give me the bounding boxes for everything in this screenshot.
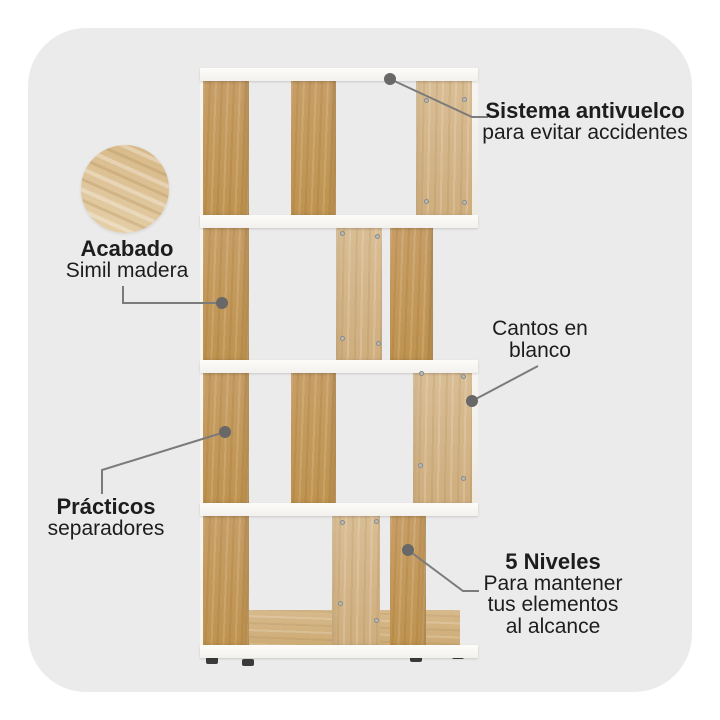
wood-panel-left [200, 81, 249, 215]
screw [376, 341, 381, 346]
screw [419, 371, 424, 376]
wood-panel-right [390, 228, 433, 360]
callout-line-niveles [407, 549, 479, 592]
screw [462, 97, 467, 102]
shelf-foot [410, 655, 422, 662]
screw [374, 618, 379, 623]
callout-line-acabado [122, 286, 221, 304]
annotation-acabado-title: Acabado [80, 236, 174, 261]
callout-dot-acabado [216, 297, 228, 309]
annotation-separadores-body: separadores [47, 517, 165, 540]
wood-divider [291, 81, 336, 215]
screw [461, 476, 466, 481]
screw [424, 199, 429, 204]
callout-line-separadores [101, 431, 226, 494]
screw [418, 463, 423, 468]
annotation-antivuelco: Sistema antivuelco para evitar accidente… [482, 99, 687, 144]
annotation-separadores: Prácticos separadores [48, 495, 165, 540]
shelf-foot [206, 657, 218, 664]
wood-panel-left [200, 373, 249, 503]
screw [374, 519, 379, 524]
annotation-antivuelco-body: para evitar accidentes [482, 121, 688, 144]
shelf-foot [242, 659, 254, 666]
screw [340, 336, 345, 341]
annotation-acabado-body: Simil madera [65, 259, 189, 282]
wood-finish-swatch [81, 145, 169, 233]
white-edge-strip [472, 81, 478, 215]
annotation-cantos: Cantos en blanco [492, 318, 588, 362]
annotation-cantos-line2: blanco [509, 339, 571, 362]
wood-divider [390, 516, 426, 645]
white-edge-strip [472, 373, 478, 503]
annotation-niveles-title: 5 Niveles [505, 549, 601, 574]
annotation-niveles-body-1: Para mantener [483, 571, 623, 595]
callout-line-antivuelco [389, 78, 488, 118]
shelf-board [200, 503, 478, 516]
screw [461, 374, 466, 379]
shelf-board-bottom [200, 645, 478, 658]
callout-dot-niveles [402, 544, 414, 556]
wood-panel-left [200, 228, 249, 360]
shelf-board [200, 215, 478, 228]
screw [340, 520, 345, 525]
screw [338, 601, 343, 606]
wood-panel-right [413, 373, 472, 503]
callout-line-cantos [471, 365, 539, 402]
annotation-separadores-title: Prácticos [56, 494, 156, 519]
screw [424, 98, 429, 103]
annotation-niveles: 5 Niveles Para mantener tus elementos al… [484, 551, 623, 637]
screw [375, 234, 380, 239]
shelf-board [200, 360, 478, 373]
annotation-niveles-body-2: tus elementos [487, 593, 619, 616]
screw [462, 200, 467, 205]
wood-divider [332, 516, 380, 645]
shelf-board-top [200, 68, 478, 81]
callout-dot-antivuelco [384, 73, 396, 85]
wood-panel-left [200, 516, 249, 645]
callout-dot-cantos [466, 395, 478, 407]
annotation-niveles-body-3: al alcance [505, 614, 601, 638]
annotation-acabado: Acabado Simil madera [66, 237, 189, 282]
wood-divider [291, 373, 336, 503]
annotation-antivuelco-title: Sistema antivuelco [485, 98, 685, 123]
callout-dot-separadores [219, 426, 231, 438]
annotation-cantos-line1: Cantos en [492, 317, 588, 340]
screw [340, 231, 345, 236]
